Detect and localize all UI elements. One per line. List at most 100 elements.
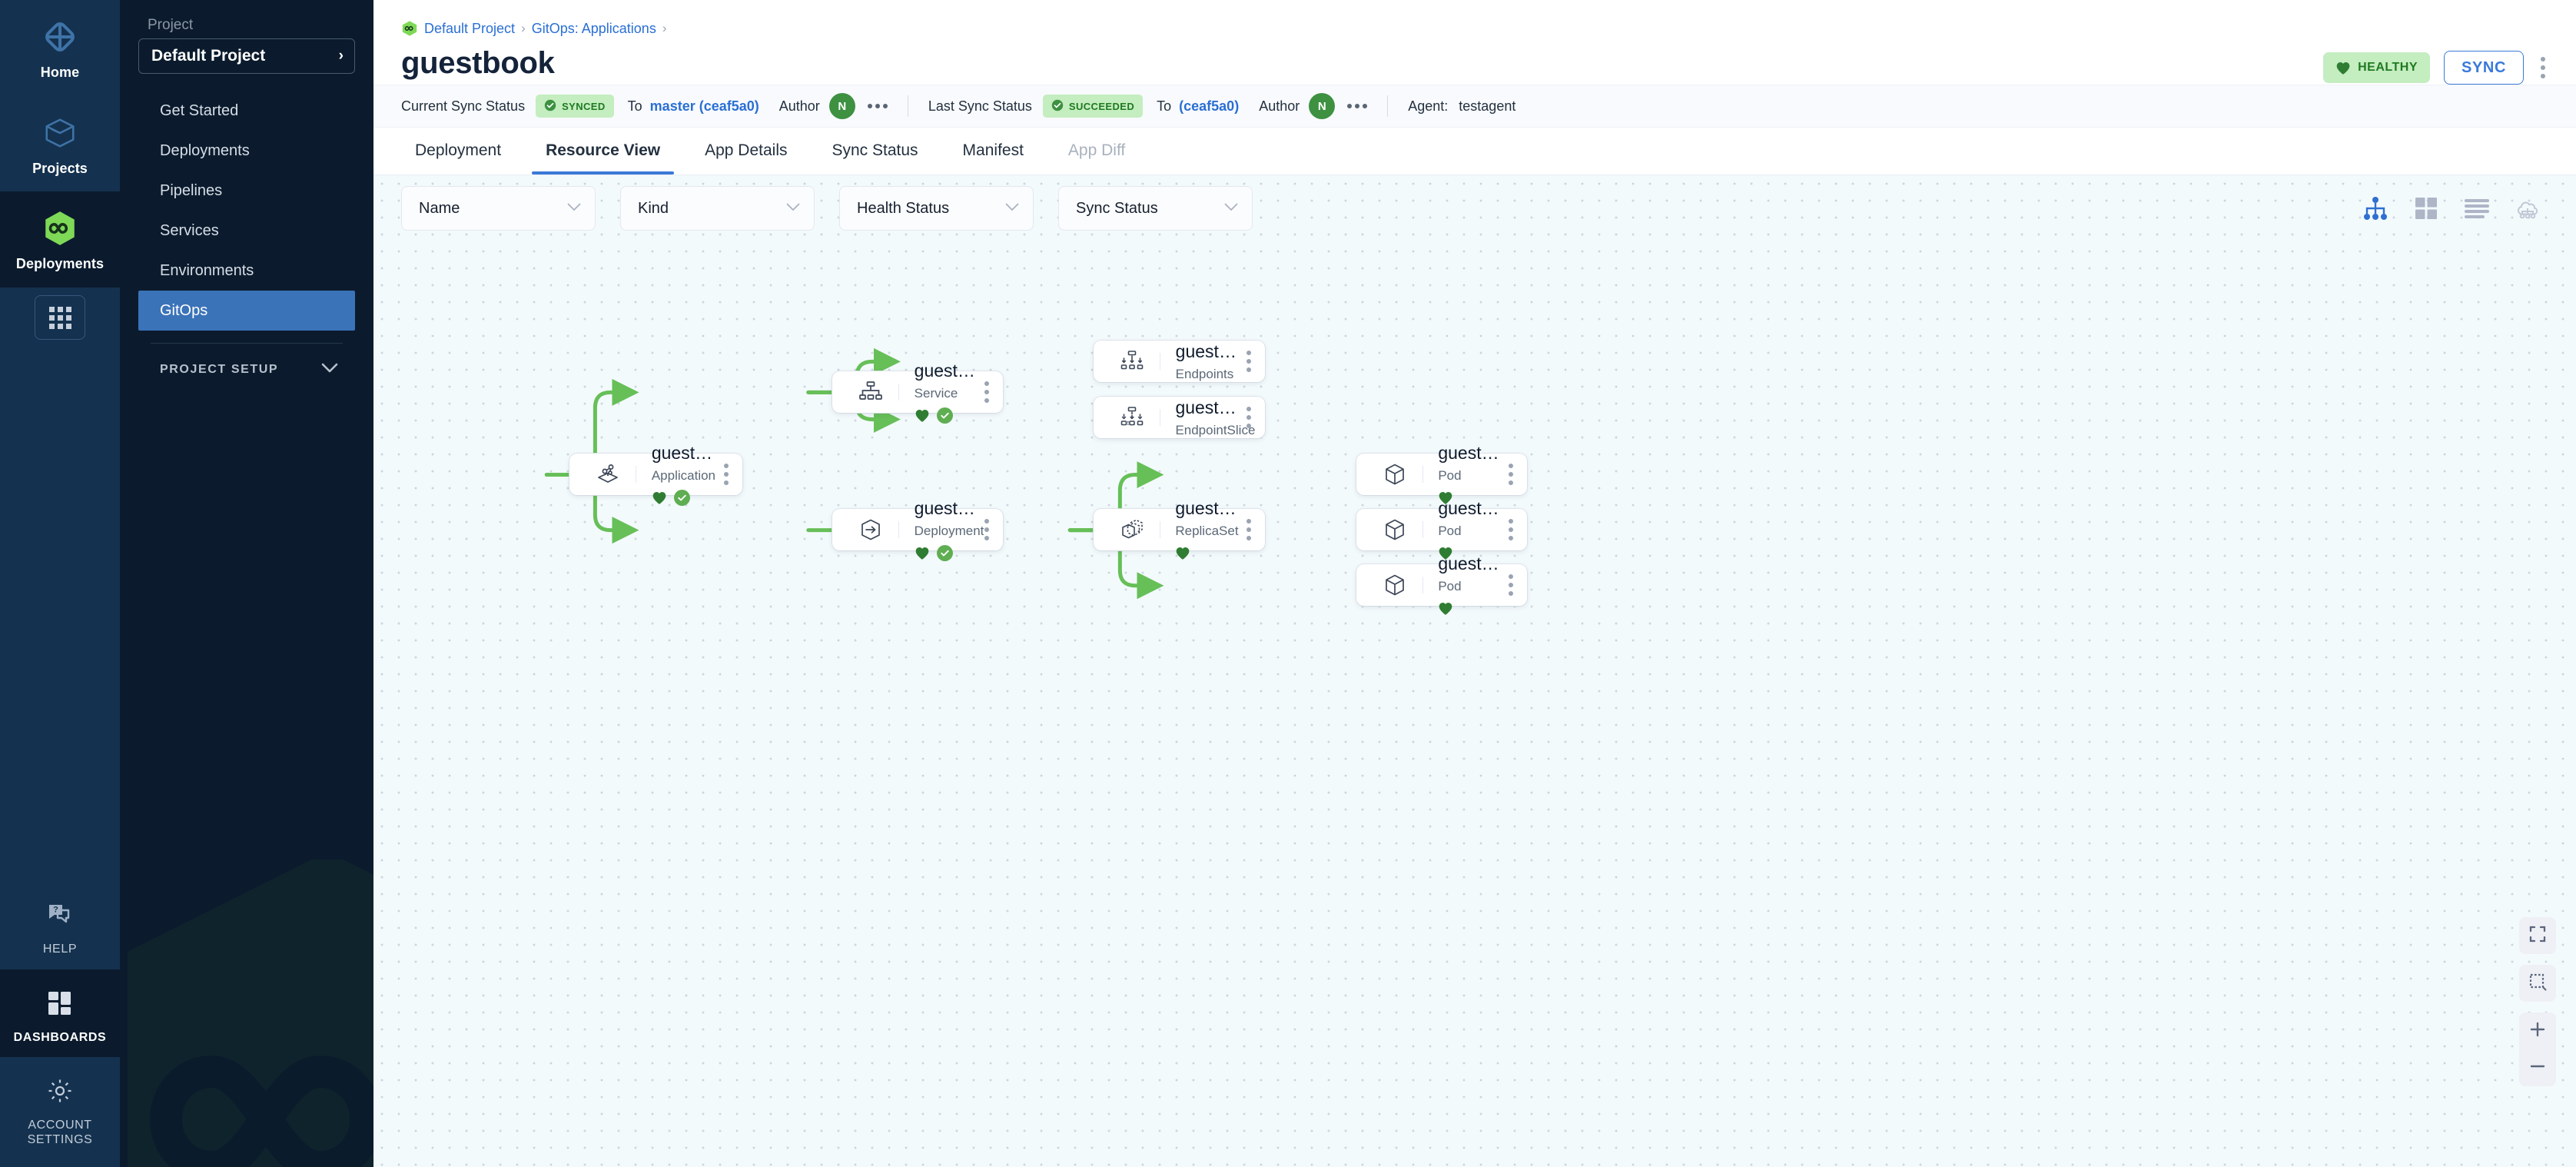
sidebar-item-label: Pipelines [160, 181, 223, 199]
last-sync-more-icon[interactable] [1347, 104, 1368, 108]
graph-node-name: guestbook-ui-5b64f6959… [1438, 553, 1505, 574]
sidebar-item-environments[interactable]: Environments [138, 251, 355, 291]
filter-sync-status-dropdown[interactable]: Sync Status [1058, 186, 1253, 231]
graph-node-more-options-icon[interactable] [1243, 404, 1254, 431]
rail-item-deployments[interactable]: Deployments [0, 191, 120, 288]
heart-icon [1438, 601, 1453, 616]
filter-health-status-dropdown[interactable]: Health Status [839, 186, 1034, 231]
sidebar-item-deployments[interactable]: Deployments [138, 131, 355, 171]
deployment-icon [849, 517, 892, 542]
tab-app-diff: App Diff [1067, 141, 1126, 159]
chevron-down-icon [1224, 201, 1238, 215]
rail-item-deployments-label: Deployments [15, 256, 105, 272]
project-selector[interactable]: Default Project › [138, 38, 355, 74]
graph-node-more-options-icon[interactable] [981, 516, 992, 544]
zoom-button-group [2519, 1012, 2556, 1086]
tab-sync-status[interactable]: Sync Status [832, 141, 918, 159]
graph-node-endpoints[interactable]: guestbook-ui Endpoints [1094, 341, 1265, 382]
resource-graph-canvas[interactable]: Name Kind Health Status [373, 175, 2576, 1167]
chevron-down-icon [786, 201, 800, 215]
filter-name-dropdown[interactable]: Name [401, 186, 596, 231]
sidebar-section-project-setup[interactable]: PROJECT SETUP [138, 350, 355, 390]
rail-spacer [0, 340, 120, 881]
graph-node-more-options-icon[interactable] [1505, 516, 1516, 544]
network-cloud-view-icon[interactable] [2515, 195, 2541, 221]
sync-status-bar: Current Sync Status SYNCED To master (ce… [373, 85, 2576, 128]
fit-to-screen-button[interactable] [2519, 917, 2556, 954]
sidebar-item-gitops[interactable]: GitOps [138, 291, 355, 331]
zoom-out-button[interactable] [2519, 1049, 2556, 1086]
graph-node-more-options-icon[interactable] [981, 378, 992, 406]
zoom-in-button[interactable] [2519, 1012, 2556, 1049]
sidebar-item-get-started[interactable]: Get Started [138, 91, 355, 131]
rail-item-home[interactable]: Home [0, 0, 120, 96]
tree-view-icon[interactable] [2362, 195, 2388, 221]
deployments-infinity-icon [40, 208, 80, 248]
heart-icon [2335, 61, 2351, 75]
service-icon [849, 380, 892, 404]
rail-item-help[interactable]: ? HELP [0, 881, 120, 969]
filter-name-label: Name [419, 199, 460, 217]
current-sync-revision-link[interactable]: master (ceaf5a0) [649, 98, 759, 114]
sidebar-item-label: Deployments [160, 141, 250, 159]
graph-node-replicaset[interactable]: guestbook-ui-5b64f69597 ReplicaSet [1094, 498, 1265, 560]
rail-item-dashboards[interactable]: DASHBOARDS [0, 969, 120, 1058]
heart-icon [915, 546, 930, 560]
last-sync-revision-link[interactable]: (ceaf5a0) [1179, 98, 1240, 114]
current-sync-more-icon[interactable] [867, 104, 888, 108]
tab-resource-view[interactable]: Resource View [532, 127, 675, 175]
header-more-options-icon[interactable] [2538, 54, 2548, 81]
agent-label: Agent: [1408, 98, 1449, 114]
breadcrumb-link-gitops-applications[interactable]: GitOps: Applications [531, 20, 656, 36]
rail-item-account-settings[interactable]: ACCOUNT SETTINGS [0, 1057, 120, 1159]
modules-grid-button[interactable] [35, 295, 85, 341]
sidebar-item-services[interactable]: Services [138, 211, 355, 251]
rail-item-projects[interactable]: Projects [0, 96, 120, 192]
graph-node-endpointslice[interactable]: guestbook-ui-ncpmr EndpointSlice [1094, 397, 1265, 438]
tab-deployment[interactable]: Deployment [415, 141, 502, 159]
sidebar-item-pipelines[interactable]: Pipelines [138, 171, 355, 211]
graph-node-more-options-icon[interactable] [721, 460, 732, 488]
filter-kind-label: Kind [638, 199, 669, 217]
grid-view-icon[interactable] [2413, 195, 2439, 221]
graph-node-more-options-icon[interactable] [1243, 347, 1254, 375]
graph-node-badges [1438, 490, 1505, 507]
endpoints-icon [1110, 349, 1154, 374]
tab-app-details[interactable]: App Details [705, 141, 788, 159]
filter-kind-dropdown[interactable]: Kind [620, 186, 815, 231]
view-mode-switcher [2362, 195, 2548, 221]
heart-icon [1438, 546, 1453, 560]
page-title: guestbook [401, 46, 555, 80]
graph-node-service[interactable]: guestbook-ui Service [832, 361, 1003, 424]
sync-button[interactable]: SYNC [2444, 51, 2524, 85]
dashboards-icon [40, 983, 80, 1023]
graph-node-more-options-icon[interactable] [1505, 460, 1516, 488]
page-header: Default Project › GitOps: Applications ›… [373, 0, 2576, 85]
graph-node-kind: Application [651, 467, 716, 483]
graph-node-badges [1438, 600, 1505, 617]
main-content: Default Project › GitOps: Applications ›… [373, 0, 2576, 1167]
selection-box-button[interactable] [2519, 965, 2556, 1002]
node-separator [898, 384, 899, 401]
canvas-zoom-controls [2519, 917, 2556, 1086]
tab-bar: Deployment Resource View App Details Syn… [373, 128, 2576, 175]
graph-node-pod-2[interactable]: guestbook-ui-5b64f6959… Pod [1356, 498, 1527, 560]
graph-node-body: guestbook-ui Service [915, 350, 981, 435]
chevron-down-icon [321, 363, 338, 377]
breadcrumb-link-default-project[interactable]: Default Project [424, 20, 516, 36]
graph-node-body: guestbook-ui Endpoints [1176, 331, 1243, 393]
graph-node-application[interactable]: guestbook Application [569, 443, 742, 506]
graph-node-pod-1[interactable]: guestbook-ui-5b64f6959… Pod [1356, 443, 1527, 504]
tab-manifest[interactable]: Manifest [962, 141, 1024, 159]
project-nav-list: Get Started Deployments Pipelines Servic… [138, 91, 355, 331]
graph-node-more-options-icon[interactable] [1243, 516, 1254, 544]
graph-node-pod-3[interactable]: guestbook-ui-5b64f6959… Pod [1356, 554, 1527, 615]
graph-node-badges [1438, 545, 1505, 562]
graph-node-more-options-icon[interactable] [1505, 571, 1516, 599]
filter-sync-status-label: Sync Status [1076, 199, 1158, 217]
project-label: Project [148, 17, 194, 33]
rail-item-projects-label: Projects [32, 160, 88, 176]
list-view-icon[interactable] [2464, 195, 2490, 221]
graph-node-deployment[interactable]: guestbook-ui Deployment [832, 498, 1003, 561]
avatar: N [828, 93, 855, 119]
